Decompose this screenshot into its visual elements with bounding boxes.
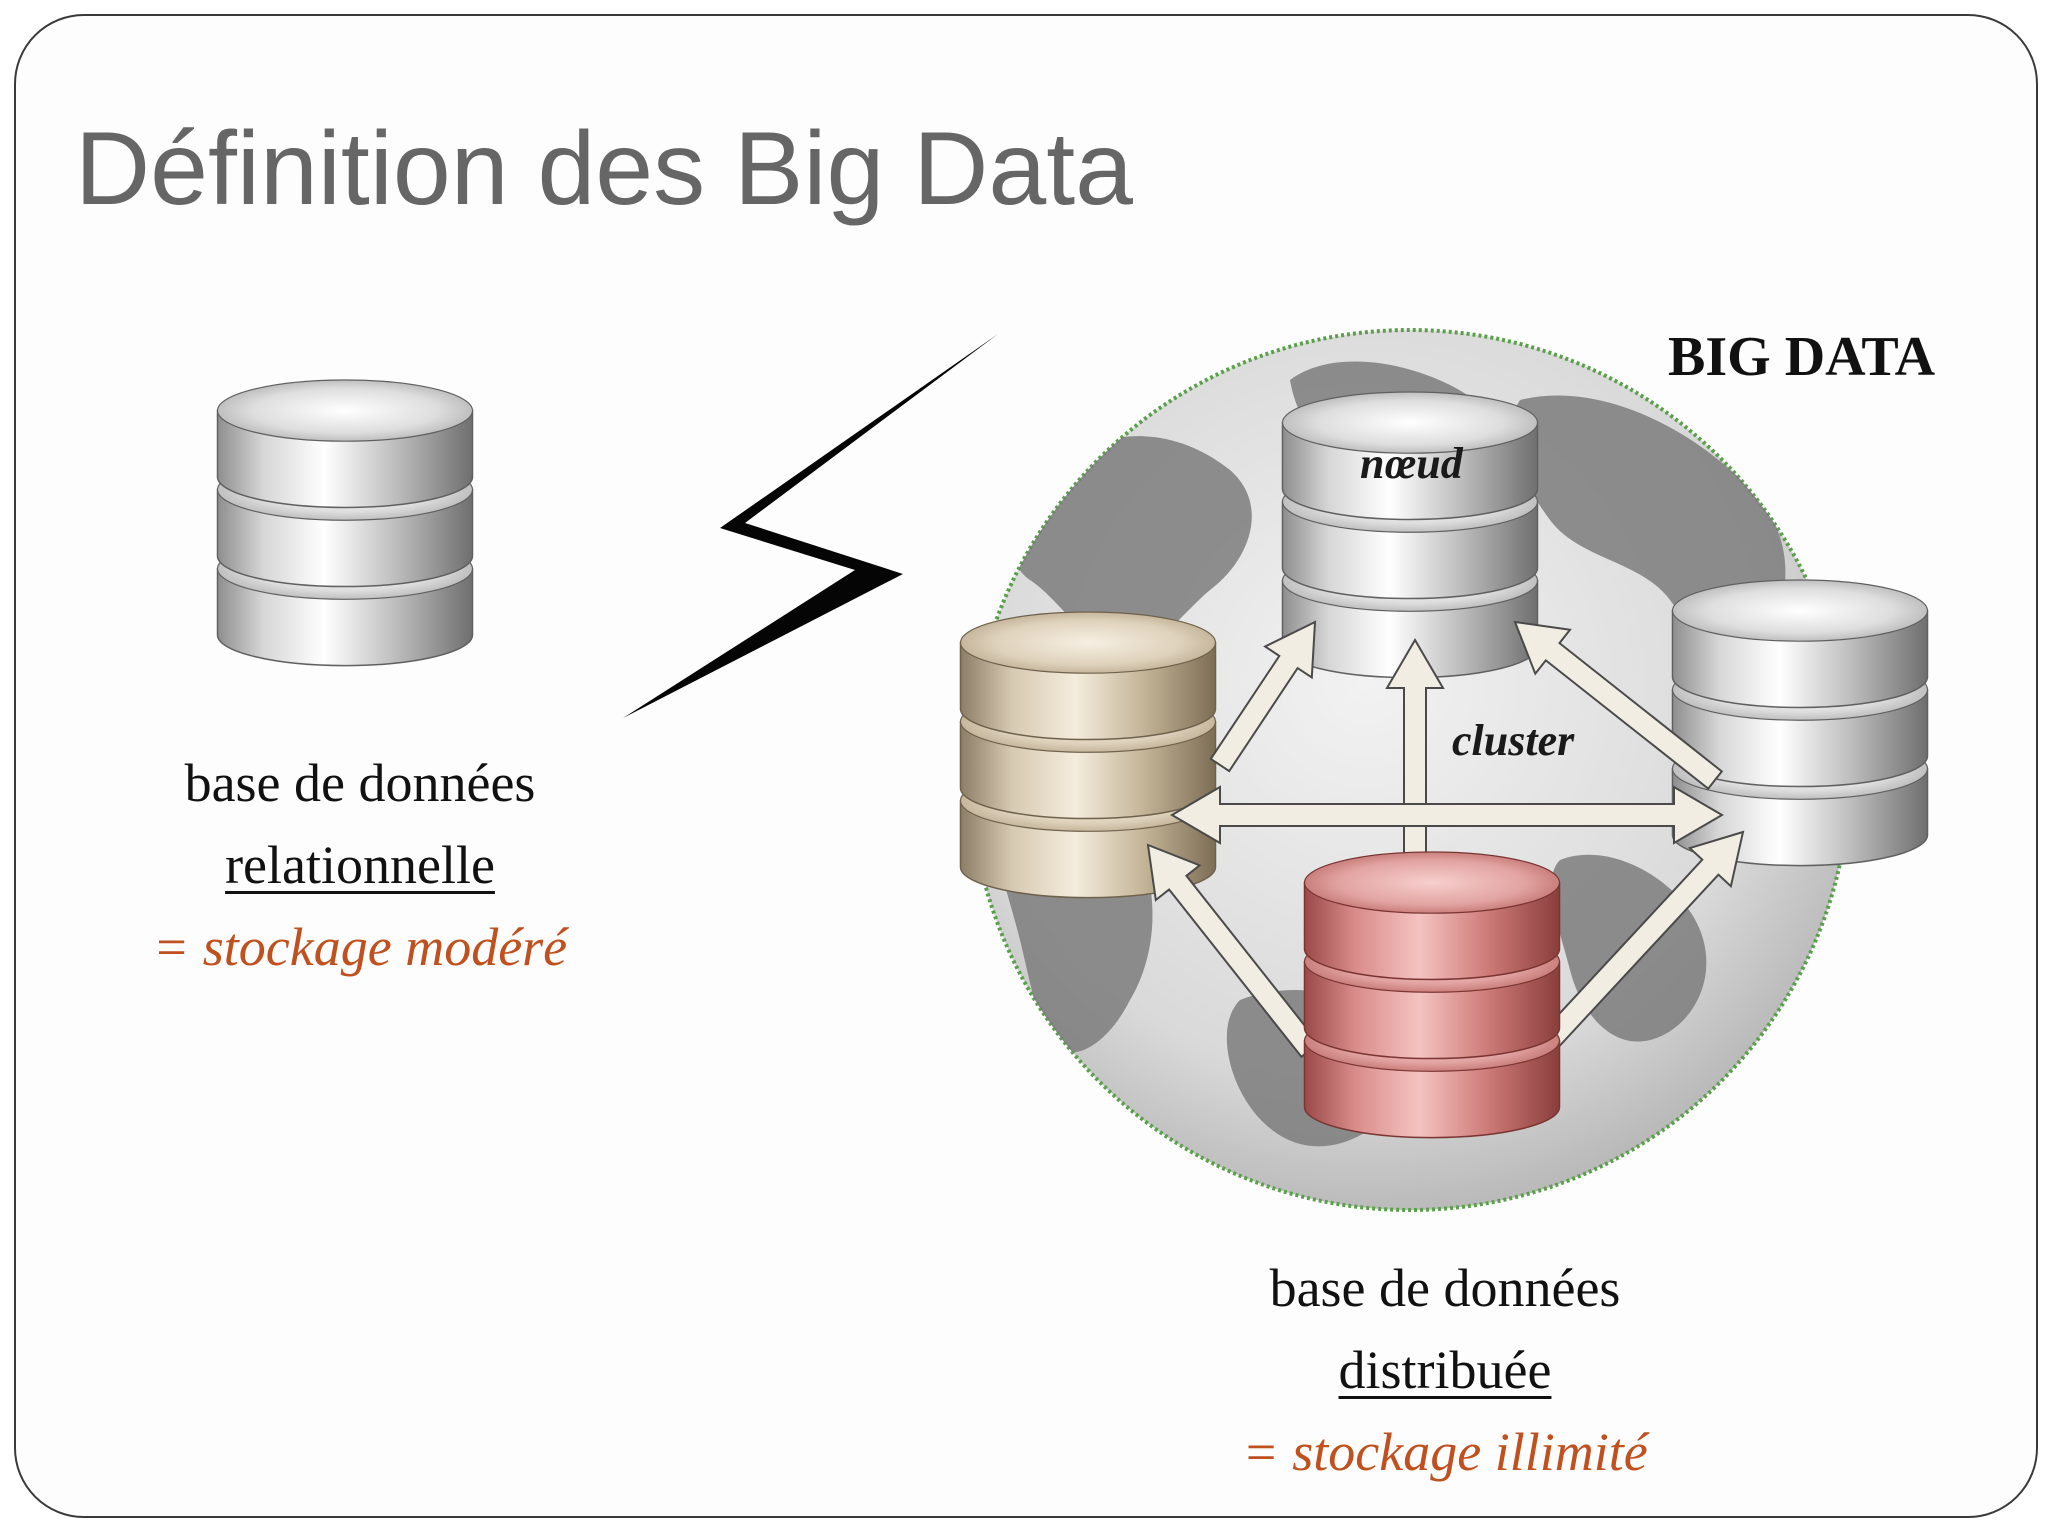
node-right-disk-top-1: [1671, 579, 1929, 642]
node-database-top: [1281, 391, 1539, 679]
distributed-line-2: distribuée: [1338, 1340, 1552, 1400]
distributed-line-1: base de données: [1269, 1258, 1621, 1318]
relational-db-disk-top-1: [216, 379, 474, 442]
node-left-disk-top-1: [959, 611, 1217, 674]
relational-database-icon: [216, 379, 474, 667]
big-data-label: BIG DATA: [1668, 326, 1936, 388]
node-label: nœud: [1360, 439, 1463, 488]
arrow-right-to-top: [1513, 620, 1724, 791]
lightning-bolt-icon: [623, 334, 998, 718]
cluster-arrows: [1146, 620, 1745, 1059]
slide-title: Définition des Big Data: [75, 111, 1133, 227]
arrow-left-right: [1170, 785, 1724, 845]
relational-storage: = stockage modéré: [152, 917, 568, 977]
node-database-left: [959, 611, 1217, 899]
arrow-bottom-to-top: [1385, 638, 1445, 856]
arrow-bottom-to-right: [1540, 830, 1745, 1049]
arrow-left-to-top: [1209, 620, 1317, 773]
arrow-bottom-to-left: [1146, 843, 1321, 1059]
node-database-bottom: [1303, 851, 1561, 1139]
distributed-caption: base de données distribuée = stockage il…: [1205, 1247, 1685, 1493]
distributed-storage: = stockage illimité: [1242, 1422, 1648, 1482]
relational-line-1: base de données: [184, 753, 536, 813]
relational-line-2: relationnelle: [225, 835, 495, 895]
relational-caption: base de données relationnelle = stockage…: [120, 742, 600, 988]
cluster-label: cluster: [1452, 716, 1575, 765]
node-top-disk-top-1: [1281, 391, 1539, 454]
node-bottom-disk-top-1: [1303, 851, 1561, 914]
node-database-right: [1671, 579, 1929, 867]
